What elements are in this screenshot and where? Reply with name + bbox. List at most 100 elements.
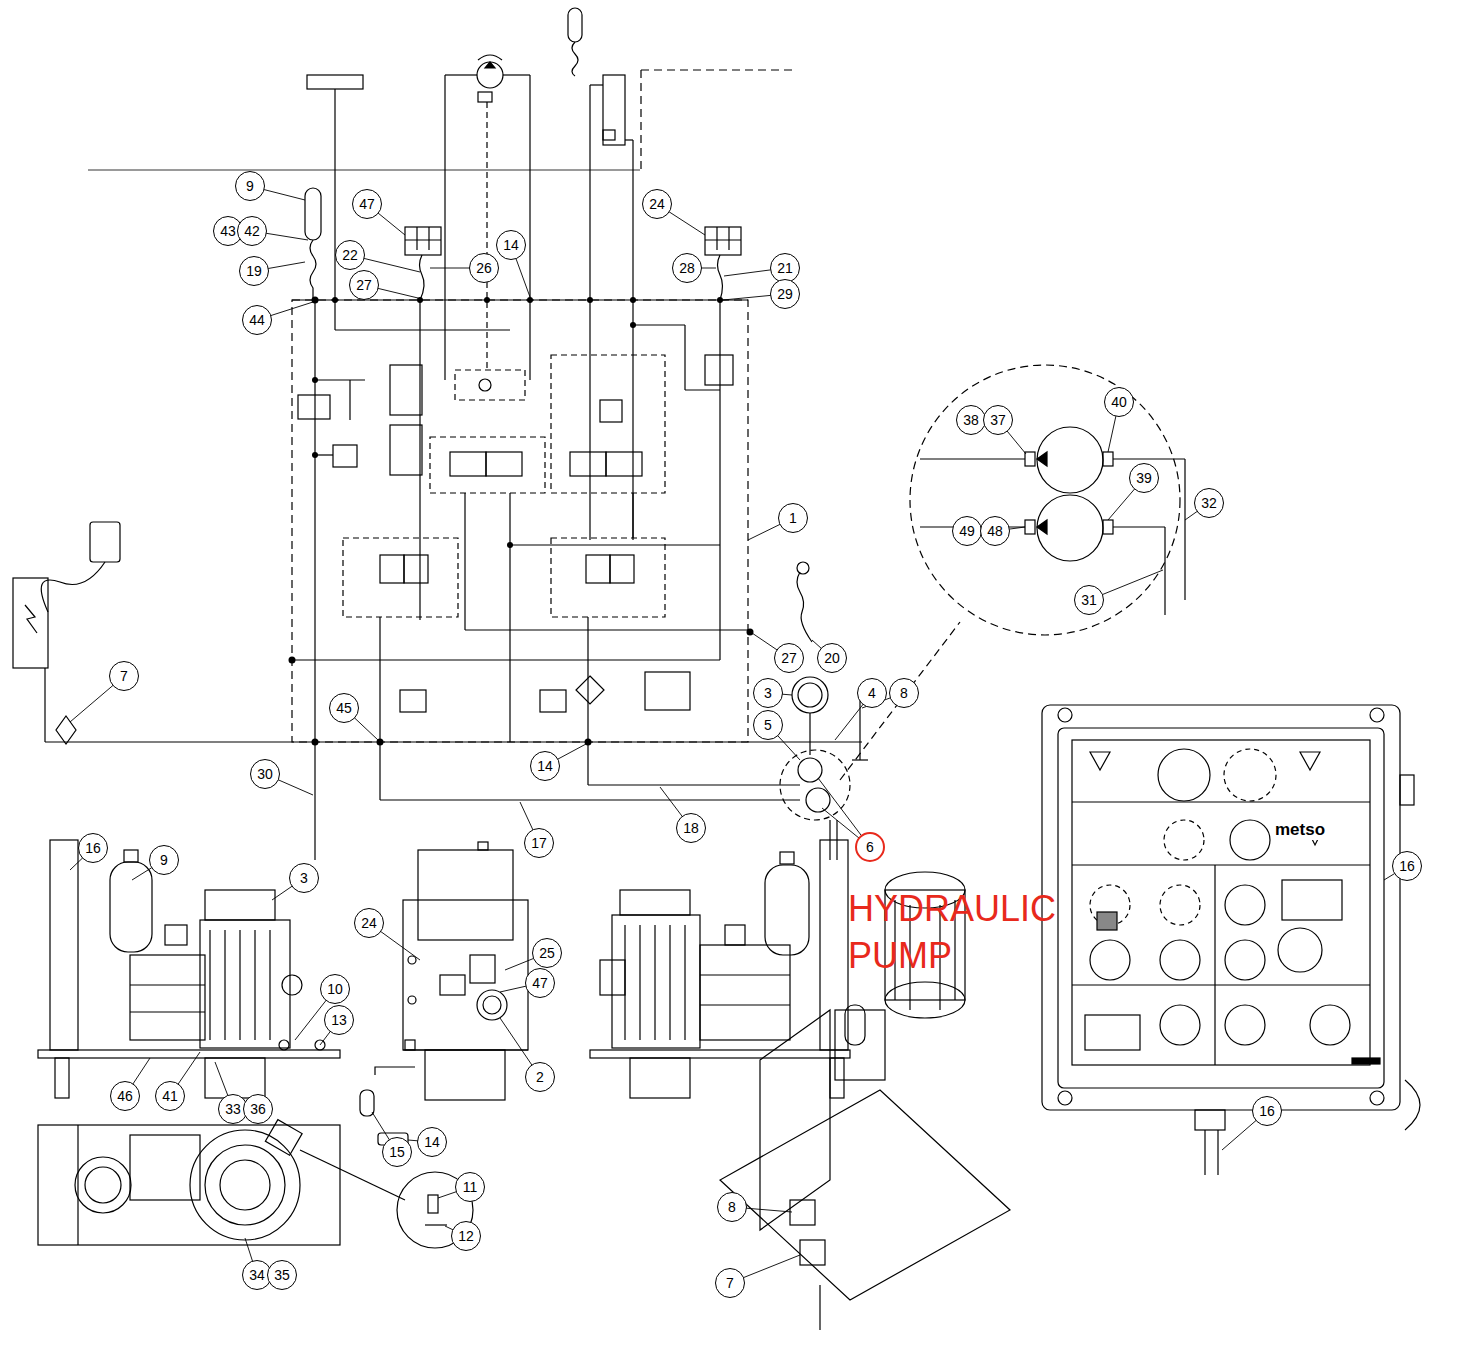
actuator-symbol	[478, 55, 502, 60]
valve-symbol	[333, 445, 357, 467]
pump-detail	[1103, 452, 1113, 466]
callout-number: 35	[267, 1260, 297, 1290]
power-unit-side-view	[130, 984, 205, 985]
valve-symbol	[797, 572, 812, 642]
valve-symbol	[400, 690, 426, 712]
control-pendant	[44, 668, 45, 742]
power-unit-top-view	[77, 1125, 78, 1245]
callout-number: 14	[496, 230, 526, 260]
actuator-symbol	[486, 102, 487, 370]
callout-number: 40	[1104, 387, 1134, 417]
control-panel	[1370, 708, 1384, 722]
callout-number: 28	[672, 253, 702, 283]
power-unit-end-view	[408, 996, 416, 1004]
callout-number: 27	[349, 270, 379, 300]
actuator-symbol	[445, 74, 477, 75]
brand-logo: metso	[1273, 820, 1327, 840]
power-unit-side-view	[669, 925, 670, 1040]
control-panel	[1090, 752, 1110, 770]
power-unit-side-view	[282, 975, 302, 995]
power-unit-side-view	[780, 852, 794, 864]
power-unit-top-view	[75, 1157, 131, 1213]
reference-line	[641, 69, 797, 70]
valve-symbol	[349, 380, 350, 420]
pressure-line	[684, 325, 685, 390]
power-unit-side-view	[269, 930, 270, 1040]
control-panel	[1405, 1080, 1420, 1130]
pump-detail	[1025, 452, 1035, 466]
actuator-symbol	[307, 8, 633, 540]
power-unit-side-view	[639, 925, 640, 1040]
callout-number: 27	[774, 643, 804, 673]
control-panel	[1160, 885, 1200, 925]
actuator-symbol	[568, 8, 582, 42]
valve-symbol	[430, 437, 545, 493]
control-panel	[1204, 1130, 1205, 1175]
pump-detail	[920, 458, 1025, 459]
valve-symbol	[380, 555, 404, 583]
accumulator-symbol	[705, 239, 741, 240]
pump-detail	[1184, 459, 1185, 600]
pressure-line	[464, 493, 465, 630]
power-unit-end-view	[418, 850, 513, 940]
pump-detail	[1037, 452, 1047, 466]
callout-number: 16	[1252, 1096, 1282, 1126]
actuator-symbol	[503, 74, 530, 75]
power-unit-side-view	[620, 890, 690, 915]
power-unit-side-view	[654, 925, 655, 1040]
valve-symbol	[343, 538, 458, 617]
callout-number: 4	[857, 678, 887, 708]
junction-dot	[507, 542, 513, 548]
control-panel	[1090, 940, 1130, 980]
power-unit-side-view	[590, 1050, 850, 1058]
power-unit-side-view	[590, 840, 850, 1098]
junction-dot	[312, 739, 319, 746]
power-unit-top-view	[265, 1120, 302, 1156]
power-unit-side-view	[50, 840, 78, 1050]
pressure-line	[465, 629, 750, 630]
callout-number: 11	[455, 1172, 485, 1202]
power-unit-top-view	[85, 1167, 121, 1203]
pressure-line	[588, 784, 800, 785]
power-unit-side-view	[209, 930, 210, 1040]
valve-symbol	[610, 555, 634, 583]
power-unit-end-view	[300, 842, 528, 1248]
junction-dot	[747, 629, 754, 636]
valve-symbol	[390, 425, 422, 475]
pressure-line	[45, 300, 862, 860]
callout-number: 1	[778, 503, 808, 533]
power-unit-end-view	[477, 990, 507, 1020]
power-unit-isometric	[835, 1010, 885, 1080]
motor-pump-symbol	[798, 683, 822, 707]
callout-number: 39	[1129, 463, 1159, 493]
power-unit-side-view	[38, 840, 340, 1098]
motor-pump-symbol	[806, 788, 830, 812]
junction-dot	[630, 297, 636, 303]
power-unit-end-view	[478, 842, 488, 850]
power-unit-top-view	[130, 1135, 200, 1200]
power-unit-side-view	[279, 1040, 289, 1050]
pressure-line	[510, 544, 720, 545]
power-unit-side-view	[700, 945, 790, 1040]
power-unit-side-view	[165, 925, 187, 945]
accumulator-symbol	[716, 227, 717, 250]
callout-number: 45	[329, 693, 359, 723]
control-panel	[1160, 940, 1200, 980]
control-panel	[1058, 728, 1384, 1088]
accumulator-symbol	[310, 240, 316, 300]
valve-symbol	[705, 355, 733, 385]
power-unit-end-view	[425, 1224, 447, 1225]
pump-detail	[1103, 520, 1113, 534]
control-panel	[1195, 1110, 1225, 1130]
power-unit-isometric	[819, 1285, 820, 1330]
callout-number: 31	[1074, 585, 1104, 615]
power-unit-end-view	[425, 1050, 505, 1100]
pump-detail	[1113, 526, 1165, 527]
power-unit-isometric	[720, 1090, 1010, 1300]
valve-symbol	[298, 355, 812, 712]
control-pendant	[13, 578, 48, 668]
callout-number: 15	[382, 1137, 412, 1167]
reference-line	[640, 70, 641, 170]
pump-detail	[1037, 495, 1103, 561]
